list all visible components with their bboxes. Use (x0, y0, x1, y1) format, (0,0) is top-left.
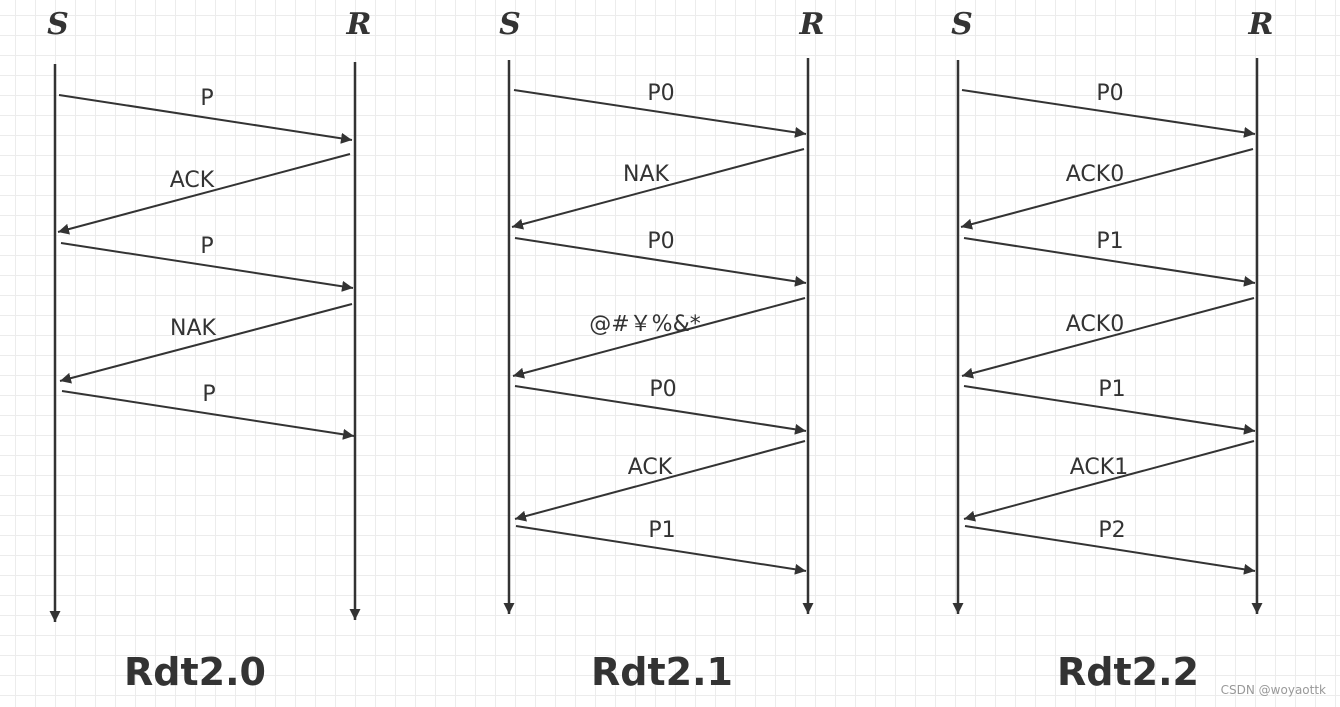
message-arrow (961, 297, 1255, 379)
message-arrow (514, 440, 806, 522)
message-label: NAK (170, 316, 217, 341)
message-arrow (60, 242, 354, 292)
message-arrow (58, 94, 353, 144)
message-arrow (513, 89, 807, 138)
message-label: ACK (628, 455, 673, 480)
message-arrow (515, 525, 807, 575)
message-label: P (200, 234, 213, 259)
message-label: P2 (1098, 518, 1125, 543)
message-arrow (59, 303, 353, 384)
message-label: P1 (1096, 229, 1123, 254)
message-label: P0 (647, 229, 674, 254)
message-arrow (963, 440, 1255, 522)
message-arrow (57, 153, 351, 235)
sender-label: S (951, 7, 973, 42)
receiver-label: R (799, 7, 825, 42)
message-arrow (963, 385, 1256, 435)
diagram-title: Rdt2.1 (591, 650, 733, 694)
receiver-label: R (346, 7, 372, 42)
message-label: NAK (623, 162, 670, 187)
watermark: CSDN @woyaottk (1221, 683, 1326, 697)
diagram-title: Rdt2.2 (1057, 650, 1199, 694)
message-label: P0 (1096, 81, 1123, 106)
message-label: ACK0 (1066, 162, 1124, 187)
message-arrow (964, 525, 1256, 575)
message-label: @#￥%&* (589, 312, 701, 337)
diagram-rdt22: S R P0 ACK0 P1 ACK0 P1 ACK1 P2 Rdt2.2 (951, 7, 1273, 694)
diagram-rdt21: S R P0 NAK P0 @#￥%&* P0 ACK P1 Rdt2.1 (499, 7, 824, 694)
message-label: ACK1 (1070, 455, 1128, 480)
diagram-rdt20: S R P ACK P NAK P Rdt2.0 (47, 7, 371, 694)
receiver-label: R (1248, 7, 1274, 42)
message-label: ACK (170, 168, 215, 193)
sender-label: S (47, 7, 69, 42)
message-label: ACK0 (1066, 312, 1124, 337)
message-label: P0 (649, 377, 676, 402)
message-label: P1 (1098, 377, 1125, 402)
message-arrow (961, 89, 1256, 138)
message-arrow (61, 390, 355, 440)
diagram-title: Rdt2.0 (124, 650, 266, 694)
message-arrow (514, 385, 807, 435)
message-arrow (514, 237, 807, 287)
message-arrow (511, 148, 805, 230)
message-label: P0 (647, 81, 674, 106)
sender-label: S (499, 7, 521, 42)
message-arrow (963, 237, 1256, 287)
message-label: P (202, 382, 215, 407)
message-label: P1 (648, 518, 675, 543)
message-arrow (960, 148, 1254, 230)
message-label: P (200, 86, 213, 111)
message-arrow (512, 297, 806, 379)
